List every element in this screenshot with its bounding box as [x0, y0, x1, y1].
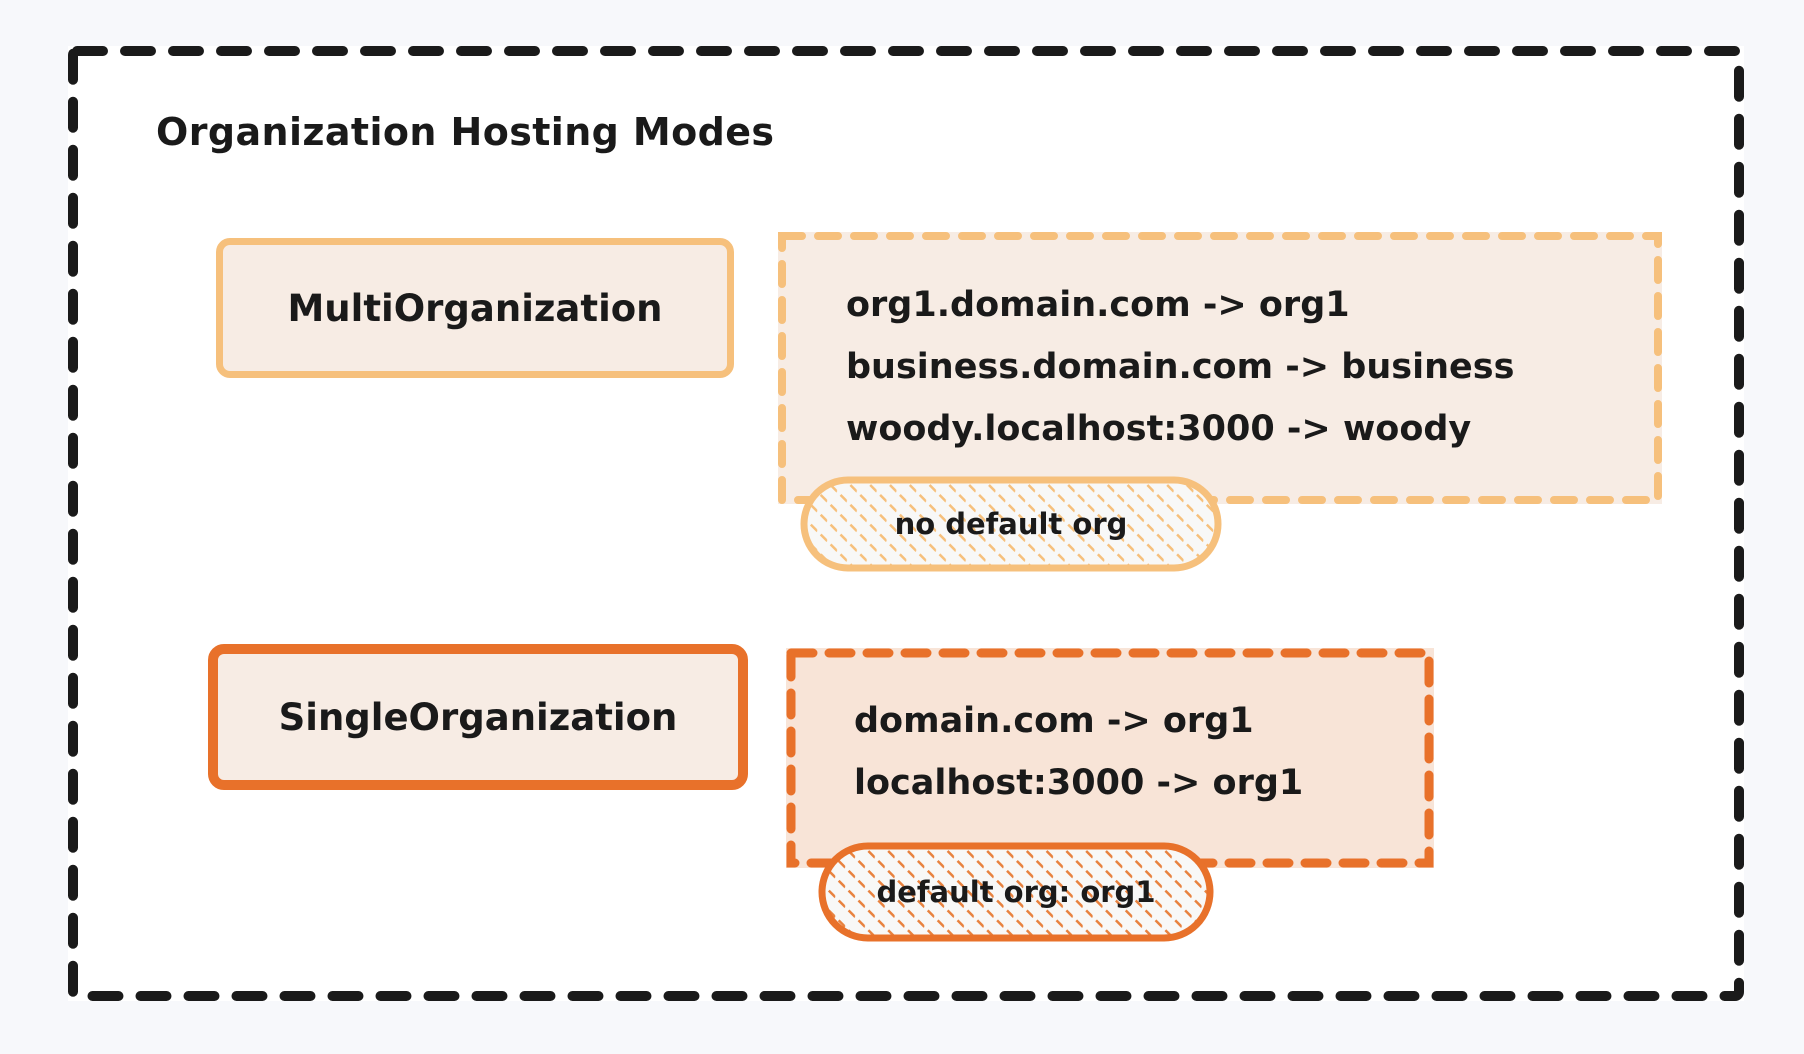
mapping-box-multiorganization: org1.domain.com -> org1 business.domain.… — [778, 232, 1662, 504]
mapping-line: woody.localhost:3000 -> woody — [846, 409, 1472, 449]
mapping-line: localhost:3000 -> org1 — [854, 763, 1304, 803]
badge-label: default org: org1 — [876, 875, 1156, 909]
mode-box-multiorganization[interactable]: MultiOrganization — [216, 238, 734, 378]
mapping-box-singleorganization: domain.com -> org1 localhost:3000 -> org… — [786, 648, 1434, 868]
mapping-line: domain.com -> org1 — [854, 701, 1254, 741]
mode-box-singleorganization[interactable]: SingleOrganization — [208, 644, 748, 790]
page-title: Organization Hosting Modes — [156, 110, 775, 154]
mode-label-singleorganization: SingleOrganization — [278, 695, 678, 739]
badge-default-org: default org: org1 — [818, 842, 1214, 942]
badge-no-default-org: no default org — [800, 476, 1222, 572]
mode-label-multiorganization: MultiOrganization — [287, 286, 663, 330]
badge-label: no default org — [894, 507, 1128, 541]
mapping-line: business.domain.com -> business — [846, 347, 1515, 387]
mapping-line: org1.domain.com -> org1 — [846, 285, 1350, 325]
